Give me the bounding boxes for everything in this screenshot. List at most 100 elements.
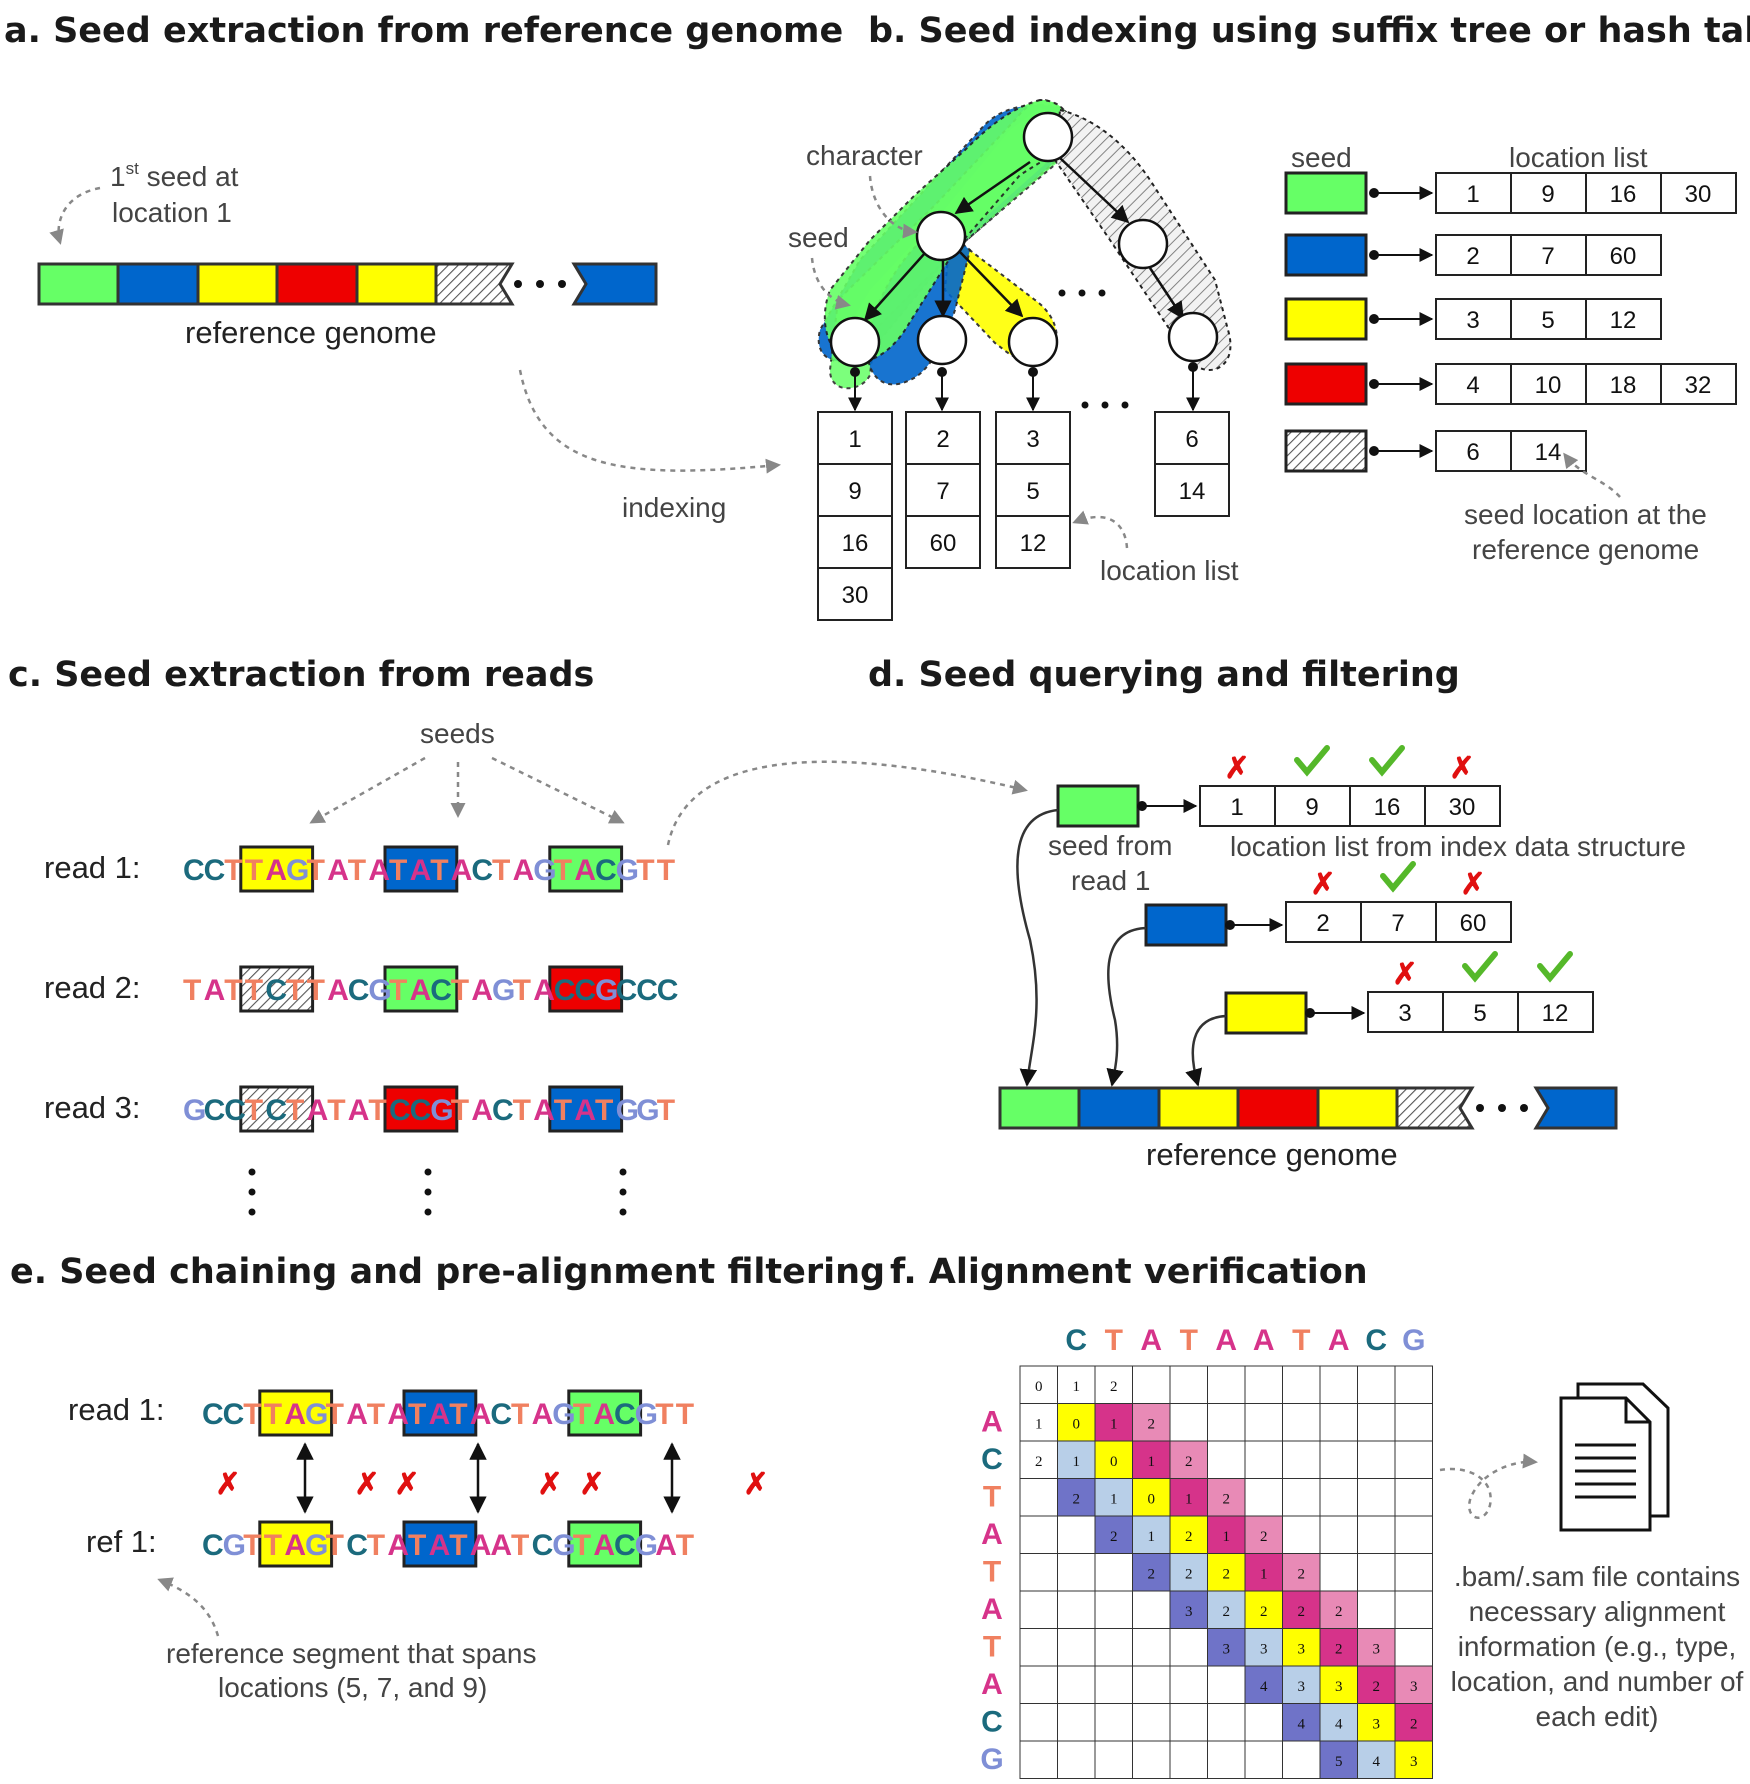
matrix-cell [1057, 1553, 1096, 1592]
seed-box-blue [402, 1520, 478, 1568]
tree-list-cell [1154, 463, 1230, 517]
base-letter: A [655, 1529, 677, 1562]
matrix-cell [1319, 1403, 1358, 1442]
base-letter: C [595, 854, 617, 887]
seed-box-red [548, 965, 624, 1013]
matrix-cell [1244, 1703, 1283, 1742]
matrix-cell [1357, 1440, 1396, 1479]
ref1-label-e: ref 1: [86, 1524, 157, 1559]
base-letter: T [408, 1398, 426, 1431]
tree-list-value: 5 [1026, 478, 1039, 505]
base-letter: T [636, 854, 654, 887]
base-letter: A [387, 1529, 409, 1562]
tree-list-cell [817, 515, 893, 569]
matrix-cell [1357, 1365, 1396, 1404]
matrix-value: 4 [1335, 1717, 1343, 1733]
matrix-cell [1207, 1740, 1246, 1779]
matrix-value: 1 [1148, 1454, 1156, 1470]
cross-icon: ✗ [1449, 752, 1474, 785]
column-base: T [1105, 1324, 1123, 1357]
matrix-value: 3 [1410, 1754, 1418, 1770]
tree-leaf-node [916, 314, 968, 366]
base-letter: A [410, 974, 432, 1007]
matrix-cell [1394, 1515, 1433, 1554]
base-letter: C [389, 1094, 411, 1127]
base-letter: T [326, 1398, 344, 1431]
matrix-cell [1357, 1478, 1396, 1517]
matrix-cell [1094, 1665, 1133, 1704]
base-letter: C [554, 974, 576, 1007]
base-letter: A [533, 974, 555, 1007]
mismatch-x-icon: ✗ [743, 1468, 768, 1501]
row-base: A [981, 1406, 1003, 1439]
tree-leaf-node [829, 316, 881, 368]
hash-location-cell [1510, 234, 1587, 276]
matrix-cell [1169, 1403, 1208, 1442]
seed-from-label-line1: seed from [1048, 830, 1173, 861]
matrix-cell [1282, 1553, 1321, 1592]
row-base: T [983, 1556, 1001, 1589]
section-a: 1st seed at location 1 reference genome … [37, 159, 781, 523]
section-b-title: b. Seed indexing using suffix tree or ha… [868, 11, 1750, 51]
hash-seed-blue [1284, 233, 1368, 277]
section-d-title: d. Seed querying and filtering [868, 655, 1460, 695]
base-letter: A [471, 1094, 493, 1127]
query-location-value: 12 [1542, 1000, 1569, 1027]
matrix-cell [1207, 1440, 1246, 1479]
hash-location-value: 12 [1610, 307, 1637, 334]
matrix-cell [1019, 1553, 1058, 1592]
base-letter: T [286, 1094, 304, 1127]
matrix-cell [1207, 1365, 1246, 1404]
query-location-cell [1285, 901, 1362, 943]
base-letter: T [449, 1529, 467, 1562]
matrix-value: 3 [1298, 1679, 1306, 1695]
query-location-cell [1199, 785, 1276, 827]
matrix-cell [1094, 1440, 1133, 1479]
base-letter: C [532, 1529, 554, 1562]
read-label: read 3: [44, 1090, 141, 1125]
matrix-value: 2 [1110, 1379, 1118, 1395]
hash-location-value: 60 [1610, 243, 1637, 270]
base-letter: T [224, 854, 242, 887]
base-letter: G [223, 1529, 246, 1562]
matrix-cell [1319, 1553, 1358, 1592]
matrix-cell [1319, 1515, 1358, 1554]
matrix-cell [1357, 1553, 1396, 1592]
base-letter: T [408, 1529, 426, 1562]
matrix-cell [1319, 1740, 1358, 1779]
matrix-value: 2 [1223, 1492, 1231, 1508]
matrix-value: 2 [1223, 1604, 1231, 1620]
matrix-value: 2 [1223, 1567, 1231, 1583]
mismatch-x-icon: ✗ [579, 1468, 604, 1501]
first-seed-note-line2: location 1 [112, 197, 232, 228]
reference-genome-bar-a [37, 262, 658, 306]
indexing-label: indexing [622, 492, 726, 523]
matrix-cell [1132, 1365, 1171, 1404]
tree-leaf-node [1007, 316, 1059, 368]
row-base: C [981, 1443, 1003, 1476]
matrix-value: 1 [1110, 1492, 1118, 1508]
matrix-cell [1207, 1703, 1246, 1742]
base-letter: C [657, 974, 679, 1007]
base-letter: C [490, 1398, 512, 1431]
matrix-cell [1357, 1403, 1396, 1442]
matrix-cell [1207, 1403, 1246, 1442]
matrix-cell [1394, 1403, 1433, 1442]
hash-location-value: 10 [1535, 372, 1562, 399]
matrix-value: 2 [1410, 1717, 1418, 1733]
query-location-cell [1424, 785, 1501, 827]
tree-list-value: 7 [936, 478, 949, 505]
base-letter: A [471, 974, 493, 1007]
column-base: A [1140, 1324, 1162, 1357]
query-arrow [666, 760, 1028, 846]
column-base: G [1402, 1324, 1425, 1357]
tree-list-cell [817, 463, 893, 517]
matrix-value: 1 [1110, 1417, 1118, 1433]
base-letter: T [511, 1398, 529, 1431]
base-letter: C [430, 974, 452, 1007]
matrix-value: 5 [1335, 1754, 1343, 1770]
document-icon [1559, 1382, 1670, 1532]
file-note-line: location, and number of [1451, 1666, 1744, 1697]
